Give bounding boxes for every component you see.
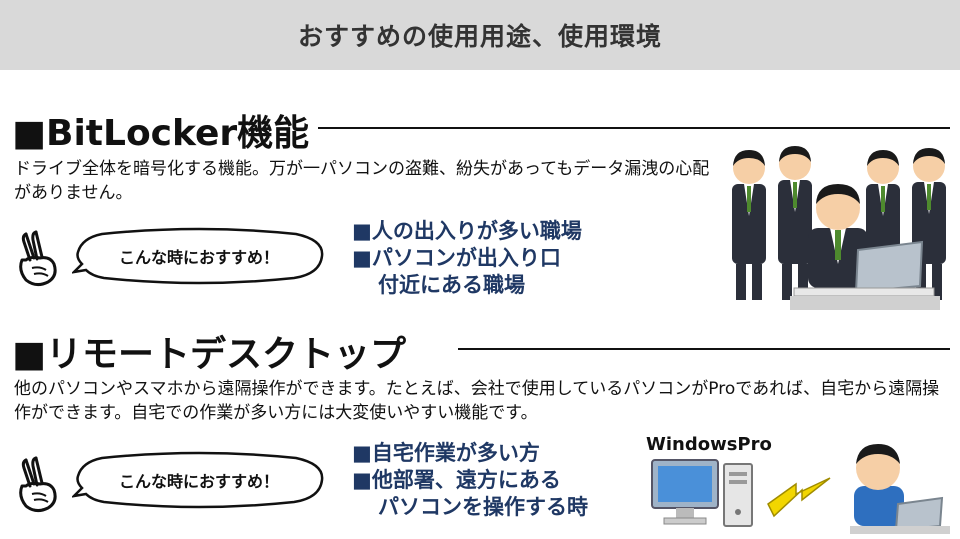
heading-rule bbox=[318, 127, 950, 129]
laptop-icon bbox=[790, 240, 940, 310]
section-heading-remote-desktop: ■リモートデスクトップ bbox=[12, 334, 407, 375]
speech-bubble-icon bbox=[70, 227, 324, 285]
section-description-remote-desktop: 他のパソコンやスマホから遠隔操作ができます。たとえば、会社で使用しているパソコン… bbox=[14, 379, 940, 423]
standing-worker bbox=[732, 150, 766, 300]
windows-pc-icon bbox=[651, 459, 753, 527]
recommendation-item: ■パソコンが出入り口 bbox=[352, 246, 561, 270]
bubble-text: こんな時におすすめ！ bbox=[118, 472, 279, 491]
recommendation-item: ■他部署、遠方にある bbox=[352, 468, 561, 492]
office-workers-illustration bbox=[732, 146, 946, 310]
page-title-banner: おすすめの使用用途、使用環境 bbox=[0, 0, 960, 70]
speech-bubble: こんな時におすすめ！ bbox=[70, 226, 326, 286]
section-description-bitlocker: ドライブ全体を暗号化する機能。万が一パソコンの盗難、紛失があってもデータ漏洩の心… bbox=[14, 159, 710, 203]
peace-hand-icon bbox=[19, 456, 57, 513]
heading-rule bbox=[458, 348, 950, 350]
windows-pro-label: WindowsPro bbox=[646, 434, 772, 455]
recommendation-item: パソコンを操作する時 bbox=[378, 495, 588, 519]
page-title: おすすめの使用用途、使用環境 bbox=[297, 22, 662, 51]
speech-bubble: こんな時におすすめ！ bbox=[70, 450, 326, 510]
recommendation-list-remote-desktop: ■自宅作業が多い方 ■他部署、遠方にある パソコンを操作する時 bbox=[352, 440, 588, 521]
standing-worker bbox=[778, 146, 812, 300]
recommendation-item: 付近にある職場 bbox=[378, 273, 525, 297]
recommendation-list-bitlocker: ■人の出入りが多い職場 ■パソコンが出入り口 付近にある職場 bbox=[352, 218, 582, 299]
speech-bubble-icon bbox=[70, 451, 324, 509]
home-worker-illustration bbox=[850, 444, 950, 534]
lightning-icon bbox=[767, 477, 831, 518]
recommendation-item: ■人の出入りが多い職場 bbox=[352, 219, 582, 243]
peace-hand-icon bbox=[19, 230, 57, 287]
recommendation-item: ■自宅作業が多い方 bbox=[352, 441, 540, 465]
bubble-text: こんな時におすすめ！ bbox=[118, 248, 279, 267]
seated-worker bbox=[808, 184, 868, 288]
section-heading-bitlocker: ■BitLocker機能 bbox=[12, 113, 310, 154]
